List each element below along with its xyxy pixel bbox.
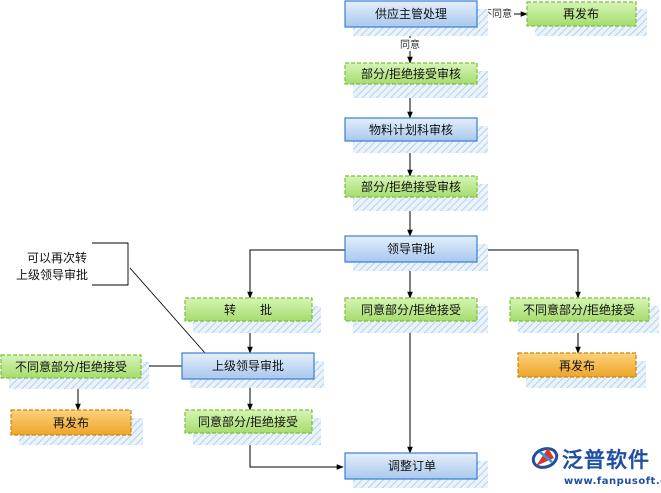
node-label: 领导审批 <box>387 241 435 256</box>
note-bracket: 可以再次转 上级领导审批 <box>16 242 129 286</box>
node-label: 调整订单 <box>388 458 436 473</box>
node-label: 上级领导审批 <box>212 358 284 373</box>
node-label: 部分/拒绝接受审核 <box>361 179 461 194</box>
node-adjust-order: 调整订单 <box>344 452 488 488</box>
node-agree-partial-left: 同意部分/拒绝接受 <box>184 409 321 445</box>
note-connector <box>129 267 206 354</box>
node-disagree-partial-right: 不同意部分/拒绝接受 <box>509 297 659 333</box>
node-materials-review: 物料计划科审核 <box>344 117 488 153</box>
note-line-2: 上级领导审批 <box>16 267 88 282</box>
node-label: 供应主管处理 <box>375 6 447 21</box>
node-leader-approval: 领导审批 <box>344 235 488 271</box>
node-transfer: 转 批 <box>184 297 321 333</box>
node-label: 转 批 <box>224 302 272 317</box>
node-label: 部分/拒绝接受审核 <box>361 66 461 81</box>
node-label: 再发布 <box>563 6 599 21</box>
node-superior-approval: 上级领导审批 <box>181 352 324 388</box>
node-label: 同意部分/拒绝接受 <box>361 302 461 317</box>
fanpu-logo-icon <box>531 447 559 469</box>
node-label: 再发布 <box>53 415 89 430</box>
node-partial-review-2: 部分/拒绝接受审核 <box>344 175 488 211</box>
brand-logo: 泛普软件 www.fanpusoft.com <box>531 447 661 487</box>
brand-name: 泛普软件 <box>562 448 650 472</box>
node-label: 再发布 <box>559 358 595 373</box>
node-republish-top: 再发布 <box>526 1 647 36</box>
edge-leader-to-transfer <box>247 249 345 299</box>
node-label: 不同意部分/拒绝接受 <box>15 359 127 374</box>
brand-url: www.fanpusoft.com <box>564 476 661 487</box>
note-line-1: 可以再次转 <box>27 250 87 265</box>
node-supplier-process: 供应主管处理 <box>344 0 488 36</box>
node-label: 同意部分/拒绝接受 <box>198 414 298 429</box>
edge-label-disagree: 不同意 <box>482 7 512 20</box>
node-disagree-partial-left: 不同意部分/拒绝接受 <box>0 354 149 389</box>
node-partial-review-1: 部分/拒绝接受审核 <box>344 62 488 98</box>
node-republish-left: 再发布 <box>10 409 143 445</box>
edge-label-agree: 同意 <box>400 38 420 51</box>
node-agree-partial-center: 同意部分/拒绝接受 <box>344 297 488 333</box>
edges <box>75 11 581 470</box>
node-republish-right: 再发布 <box>517 352 646 388</box>
node-label: 不同意部分/拒绝接受 <box>523 302 635 317</box>
edge-leader-to-disagree-right <box>477 249 581 299</box>
node-label: 物料计划科审核 <box>369 122 453 137</box>
